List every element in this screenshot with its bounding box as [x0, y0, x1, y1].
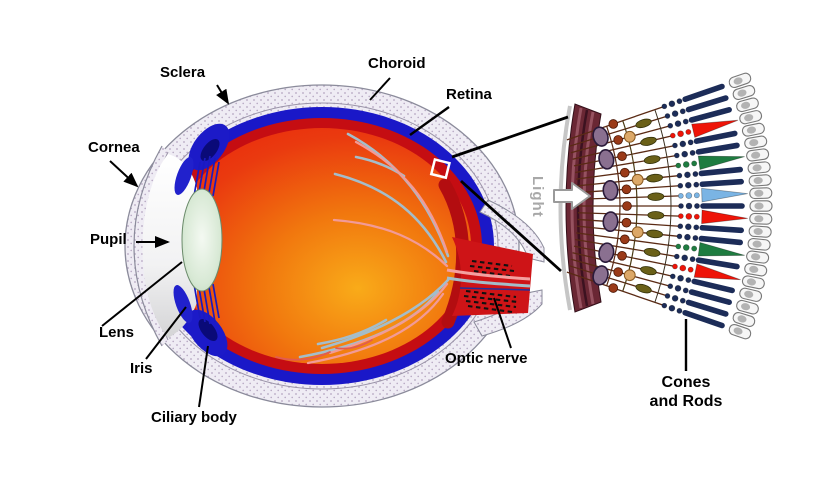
ciliary-body-lower-core	[198, 319, 218, 341]
retina-label: Retina	[446, 86, 492, 103]
optic-nerve-pointer	[493, 297, 512, 349]
lens-label: Lens	[99, 324, 135, 341]
light-label: Light	[529, 176, 546, 218]
light-arrow-icon	[553, 182, 591, 210]
retina-pointer	[409, 106, 450, 136]
optic-nerve-label: Optic nerve	[445, 350, 528, 367]
ciliary-body-label: Ciliary body	[151, 409, 237, 426]
nerve-fiber-hatching	[463, 259, 519, 314]
choroid-pointer	[369, 77, 391, 101]
cornea-pointer	[109, 160, 139, 188]
cones-rods-label-line1: Cones	[661, 374, 711, 391]
lens-body	[181, 188, 223, 292]
iris-label: Iris	[130, 360, 153, 377]
iris-pointer	[145, 306, 187, 360]
sclera-pointer	[216, 84, 230, 105]
nerve-sclera-wrap-upper	[479, 199, 545, 263]
cornea-band	[134, 146, 170, 346]
choroid-label: Choroid	[368, 55, 426, 72]
retina-zoom-marker	[429, 157, 451, 180]
detail-connector-bottom	[460, 179, 562, 273]
detail-connector-top	[451, 115, 569, 159]
pupil-label: Pupil	[90, 231, 127, 248]
sclera-label: Sclera	[160, 64, 206, 81]
ciliary-body-upper-core	[200, 139, 220, 161]
cones-rods-label: Cones and Rods	[610, 373, 762, 411]
fundus-interior	[173, 128, 471, 364]
inner-limiting-membrane	[558, 105, 572, 311]
cornea-outer-contour	[133, 145, 163, 347]
cones-rods-label-line2: and Rods	[649, 393, 723, 410]
lens-pointer	[101, 261, 183, 327]
iris-lower	[173, 285, 193, 323]
eyeball	[124, 84, 545, 408]
retina-detail-figure	[553, 72, 773, 340]
label-pointer-lines	[101, 77, 688, 408]
optic-nerve-structure	[446, 199, 545, 337]
cornea-label: Cornea	[88, 139, 140, 156]
zonule-fibers	[193, 155, 220, 325]
retinal-vessels	[275, 132, 450, 365]
photoreceptor-fan	[566, 72, 773, 340]
iris-upper	[174, 157, 194, 195]
ciliary-body-pointer	[198, 345, 209, 408]
central-retinal-vessels	[446, 268, 531, 291]
